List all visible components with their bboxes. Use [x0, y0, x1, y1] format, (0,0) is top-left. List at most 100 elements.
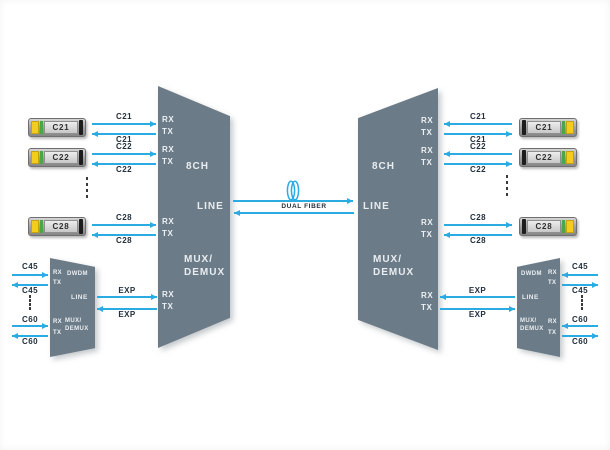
right-unit-c22-tx-label: TX	[421, 158, 433, 167]
left-unit-c22-rx-label: RX	[162, 145, 175, 154]
sfp-channel-label: C22	[44, 151, 78, 164]
left-exp-unit-c60-rx-label: RX	[53, 319, 62, 325]
right-expansion-shape	[517, 258, 560, 357]
sfp-channel-label: C21	[44, 121, 78, 134]
sfp-latch-icon	[79, 120, 83, 135]
left-unit-exp-rx-label: RX	[162, 290, 175, 299]
sfp-status-strip-icon	[40, 121, 43, 134]
sfp-fiber-port-icon	[31, 121, 39, 134]
right-exp-unit-c45-rx-label: RX	[548, 270, 557, 276]
left-unit-exp-tx-label: TX	[162, 302, 174, 311]
right-unit-c28-rx-label: RX	[421, 218, 434, 227]
left-unit-c21-rx-label: RX	[162, 115, 175, 124]
sfp-module-c22-left: C22	[28, 148, 86, 167]
left-c60-tx-arrow	[12, 332, 48, 339]
sfp-module-c22-right: C22	[519, 148, 577, 167]
sfp-status-strip-icon	[40, 220, 43, 233]
left-exp-unit-c45-rx-label: RX	[53, 270, 62, 276]
right-c21-rx-arrow	[444, 120, 512, 127]
right-c45-tx-arrow-label: C45	[572, 286, 588, 295]
right-expansion-ellipsis	[581, 295, 583, 311]
left-c28-tx-arrow-label: C28	[116, 236, 132, 245]
left-c28-tx-arrow	[92, 231, 156, 238]
right-c45-rx-arrow-label: C45	[572, 262, 588, 271]
right-unit-c21-rx-label: RX	[421, 116, 434, 125]
right-c28-rx-arrow	[444, 221, 512, 228]
right-exp-unit-c60-rx-label: RX	[548, 319, 557, 325]
right-c28-tx-arrow-label: C28	[470, 236, 486, 245]
right-mux-demux-unit: RX TX RX TX 8CH LINE RX TX MUX/ DEMUX RX…	[358, 88, 438, 350]
right-c21-tx-arrow	[444, 130, 512, 137]
left-c28-rx-arrow	[92, 221, 156, 228]
left-c22-tx-arrow-label: C22	[116, 165, 132, 174]
right-c60-tx-arrow	[562, 332, 598, 339]
left-c28-rx-arrow-label: C28	[116, 213, 132, 222]
right-unit-8ch-label: 8CH	[372, 161, 396, 172]
right-exp-rx-arrow-label: EXP	[468, 286, 487, 295]
right-exp-tx-arrow	[440, 305, 515, 312]
right-exp-unit-dwdm-label: DWDM	[521, 271, 542, 277]
right-c45-rx-arrow	[562, 271, 598, 278]
left-c21-tx-arrow-label: C21	[116, 135, 132, 144]
left-c60-rx-arrow-label: C60	[22, 315, 38, 324]
right-channel-ellipsis	[506, 175, 508, 199]
left-c22-tx-arrow	[92, 160, 156, 167]
left-unit-mux-demux-label: MUX/ DEMUX	[184, 254, 226, 278]
left-c45-tx-arrow	[12, 281, 48, 288]
right-c60-rx-arrow-label: C60	[572, 315, 588, 324]
left-unit-line-label: LINE	[197, 201, 224, 212]
sfp-status-strip-icon	[562, 151, 565, 164]
sfp-status-strip-icon	[562, 121, 565, 134]
right-c21-tx-arrow-label: C21	[470, 135, 486, 144]
left-exp-unit-line-label: LINE	[71, 294, 88, 301]
left-exp-rx-arrow	[97, 293, 157, 300]
sfp-fiber-port-icon	[31, 151, 39, 164]
right-exp-tx-arrow-label: EXP	[468, 310, 487, 319]
sfp-status-strip-icon	[562, 220, 565, 233]
left-unit-c22-tx-label: TX	[162, 157, 174, 166]
sfp-latch-icon	[79, 150, 83, 165]
sfp-latch-icon	[79, 219, 83, 234]
sfp-module-c28-right: C28	[519, 217, 577, 236]
left-c21-rx-arrow-label: C21	[116, 112, 132, 121]
left-exp-rx-arrow-label: EXP	[118, 286, 136, 295]
dual-fiber-arrow-east	[233, 197, 353, 204]
left-c21-tx-arrow	[92, 130, 156, 137]
left-exp-unit-c60-tx-label: TX	[53, 330, 62, 336]
right-exp-rx-arrow	[440, 293, 515, 300]
dual-fiber-arrow-west	[234, 209, 354, 216]
sfp-fiber-port-icon	[566, 151, 574, 164]
left-c45-tx-arrow-label: C45	[22, 286, 38, 295]
left-channel-ellipsis	[86, 177, 88, 201]
sfp-status-strip-icon	[40, 151, 43, 164]
right-c60-rx-arrow	[562, 322, 598, 329]
right-exp-unit-line-label: LINE	[522, 294, 539, 301]
sfp-module-c28-left: C28	[28, 217, 86, 236]
right-c60-tx-arrow-label: C60	[572, 337, 588, 346]
sfp-channel-label: C28	[527, 220, 561, 233]
left-c60-rx-arrow	[12, 322, 48, 329]
left-exp-tx-arrow-label: EXP	[118, 310, 136, 319]
right-exp-unit-c45-tx-label: TX	[548, 280, 557, 286]
right-c28-tx-arrow	[444, 231, 512, 238]
left-exp-unit-c45-tx-label: TX	[53, 280, 62, 286]
right-exp-unit-c60-tx-label: TX	[548, 330, 557, 336]
left-mux-demux-shape	[158, 86, 230, 348]
right-c22-rx-arrow-label: C22	[470, 142, 486, 151]
right-exp-unit-mux-demux-label: MUX/ DEMUX	[520, 318, 544, 332]
left-unit-c28-rx-label: RX	[162, 217, 175, 226]
sfp-fiber-port-icon	[566, 220, 574, 233]
dual-fiber-label: DUAL FIBER	[281, 203, 327, 210]
sfp-fiber-port-icon	[31, 220, 39, 233]
left-c22-rx-arrow	[92, 150, 156, 157]
sfp-latch-icon	[522, 120, 526, 135]
left-exp-tx-arrow	[97, 305, 157, 312]
right-unit-exp-tx-label: TX	[421, 303, 433, 312]
left-expansion-ellipsis	[29, 295, 31, 311]
left-expansion-unit: RX TX DWDM LINE RX TX MUX/ DEMUX	[50, 258, 95, 357]
right-c22-tx-arrow	[444, 160, 512, 167]
left-expansion-shape	[50, 258, 95, 357]
left-exp-unit-dwdm-label: DWDM	[67, 271, 88, 277]
fiber-coil-icon	[286, 180, 300, 201]
